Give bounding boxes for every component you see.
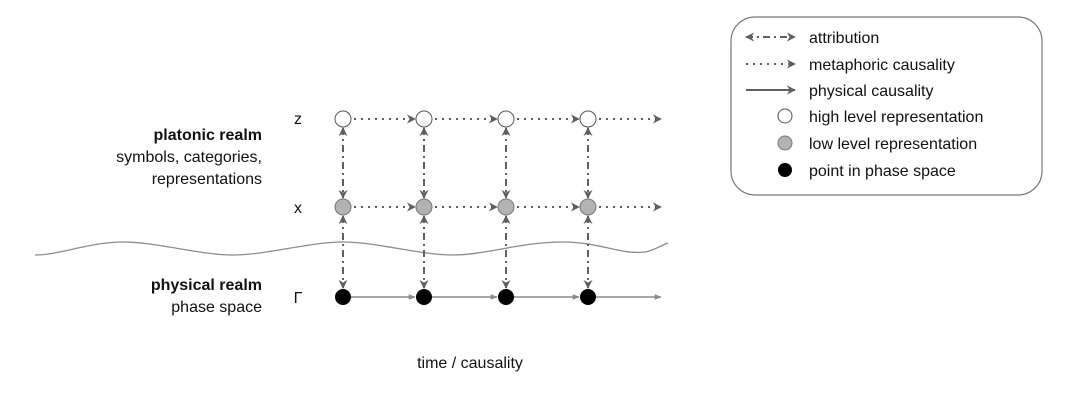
low-level-node (415, 198, 433, 216)
phase-space-node (580, 289, 596, 305)
legend-box (730, 16, 1043, 196)
legend-label: attribution (809, 30, 879, 47)
gray-circle-icon (777, 135, 793, 151)
time-axis-label: time / causality (417, 355, 523, 372)
legend-label: point in phase space (809, 163, 956, 180)
low-level-node (334, 198, 352, 216)
white-circle-icon (777, 108, 793, 124)
black-circle-icon (778, 163, 792, 177)
row-label-gamma: Γ (294, 290, 303, 307)
legend-label: high level representation (809, 109, 983, 126)
legend-label: metaphoric causality (809, 57, 955, 74)
high-level-node (334, 110, 352, 128)
low-level-node (497, 198, 515, 216)
high-level-node (415, 110, 433, 128)
legend-label: low level representation (809, 136, 977, 153)
legend: attribution metaphoric causality physica… (745, 30, 983, 180)
high-level-node (497, 110, 515, 128)
high-level-node (579, 110, 597, 128)
platonic-realm-desc-1: symbols, categories, (116, 149, 262, 166)
realm-boundary-wave (34, 241, 669, 256)
low-level-node (579, 198, 597, 216)
physical-realm-desc: phase space (171, 299, 262, 316)
phase-space-node (416, 289, 432, 305)
row-label-x: x (294, 200, 302, 217)
platonic-realm-desc-2: representations (152, 171, 262, 188)
row-label-z: z (294, 111, 302, 128)
legend-label: physical causality (809, 83, 934, 100)
physical-realm-title: physical realm (151, 277, 262, 294)
phase-space-node (335, 289, 351, 305)
phase-space-node (498, 289, 514, 305)
platonic-realm-title: platonic realm (154, 127, 262, 144)
